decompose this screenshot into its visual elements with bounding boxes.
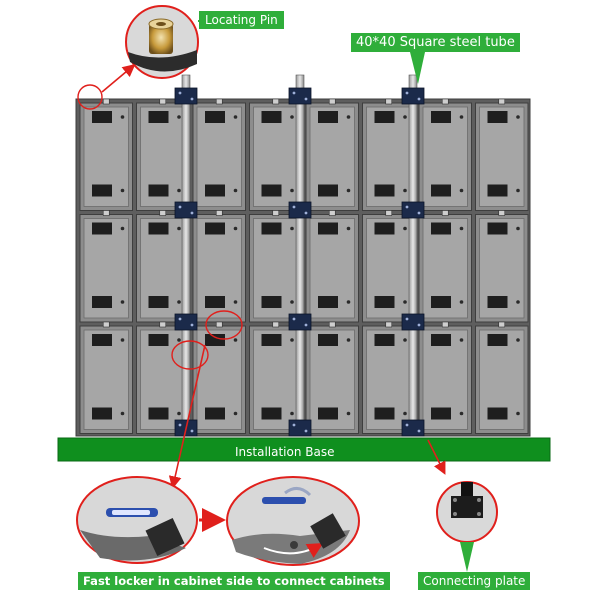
fast-locker-arrow — [168, 344, 206, 490]
cabinet-module — [249, 321, 303, 434]
connecting-plate-label: Connecting plate — [418, 572, 531, 590]
cabinet-module — [418, 98, 472, 211]
cabinet-module — [362, 98, 416, 211]
steel-tube-pointer — [410, 52, 425, 84]
connecting-plate-pointer — [460, 542, 474, 572]
cabinet-module — [79, 210, 133, 323]
cabinet-module — [249, 98, 303, 211]
steel-tubes — [174, 74, 425, 437]
locating-pin-zoom — [125, 5, 199, 79]
cabinet-module — [475, 98, 529, 211]
steel-tube — [174, 74, 198, 437]
cabinet-module — [305, 321, 359, 434]
fast-locker-target-1 — [205, 310, 243, 340]
locating-pin-label: Locating Pin — [199, 11, 284, 29]
cabinet-module — [192, 210, 246, 323]
cabinet-module — [79, 321, 133, 434]
cabinet-module — [249, 210, 303, 323]
cabinet-module — [418, 321, 472, 434]
cabinet-module — [362, 210, 416, 323]
cabinet-module — [305, 210, 359, 323]
cabinet-module — [79, 98, 133, 211]
steel-tube — [288, 74, 312, 437]
connecting-plate-zoom — [436, 481, 498, 543]
cabinet-module — [136, 321, 190, 434]
installation-base-bar — [57, 437, 551, 462]
fast-locker-zoom-open — [76, 476, 198, 564]
connecting-plate-arrow — [427, 439, 446, 475]
cabinet-module — [136, 210, 190, 323]
cabinet-module — [362, 321, 416, 434]
locating-pin-arrow — [101, 63, 136, 93]
cabinet-module — [305, 98, 359, 211]
cabinet-module — [418, 210, 472, 323]
steel-tube — [401, 74, 425, 437]
cabinet-module — [475, 321, 529, 434]
fast-locker-target-2 — [171, 340, 209, 370]
fast-locker-zoom-locked — [226, 476, 360, 566]
cabinet-module — [136, 98, 190, 211]
locating-pin-target-circle — [77, 84, 103, 110]
cabinet-module — [192, 98, 246, 211]
installation-base-label: Installation Base — [235, 445, 335, 459]
steel-tube-label: 40*40 Square steel tube — [351, 33, 520, 52]
cabinet-module — [475, 210, 529, 323]
fast-locker-label: Fast locker in cabinet side to connect c… — [78, 572, 390, 590]
